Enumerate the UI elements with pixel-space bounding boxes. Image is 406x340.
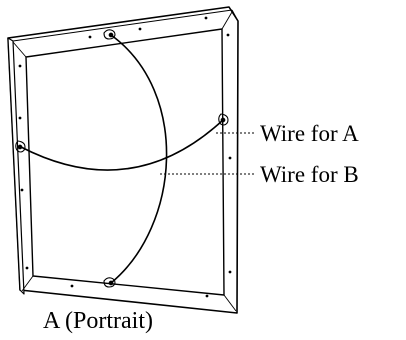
figure-caption: A (Portrait) (43, 308, 153, 334)
frame-corner-bl (21, 275, 34, 292)
frame-depth-line-top (12, 9, 233, 42)
frame-outer-edge (7, 6, 239, 314)
frame-side-depth (7, 37, 25, 295)
frame-corner-tl (12, 41, 27, 58)
wire-b (110, 34, 168, 284)
hanger-clip-right (218, 113, 229, 126)
wire-b-label: Wire for B (260, 162, 359, 187)
wire-a (20, 119, 224, 171)
frame-depth-line-right (231, 9, 239, 22)
wire-a-label: Wire for A (260, 121, 359, 146)
hanger-clip-bottom (103, 277, 116, 288)
picture-frame (7, 6, 239, 314)
frame-screw-holes (18, 16, 232, 298)
frame-corner-br (223, 294, 237, 312)
frame-corner-tr (221, 11, 233, 30)
